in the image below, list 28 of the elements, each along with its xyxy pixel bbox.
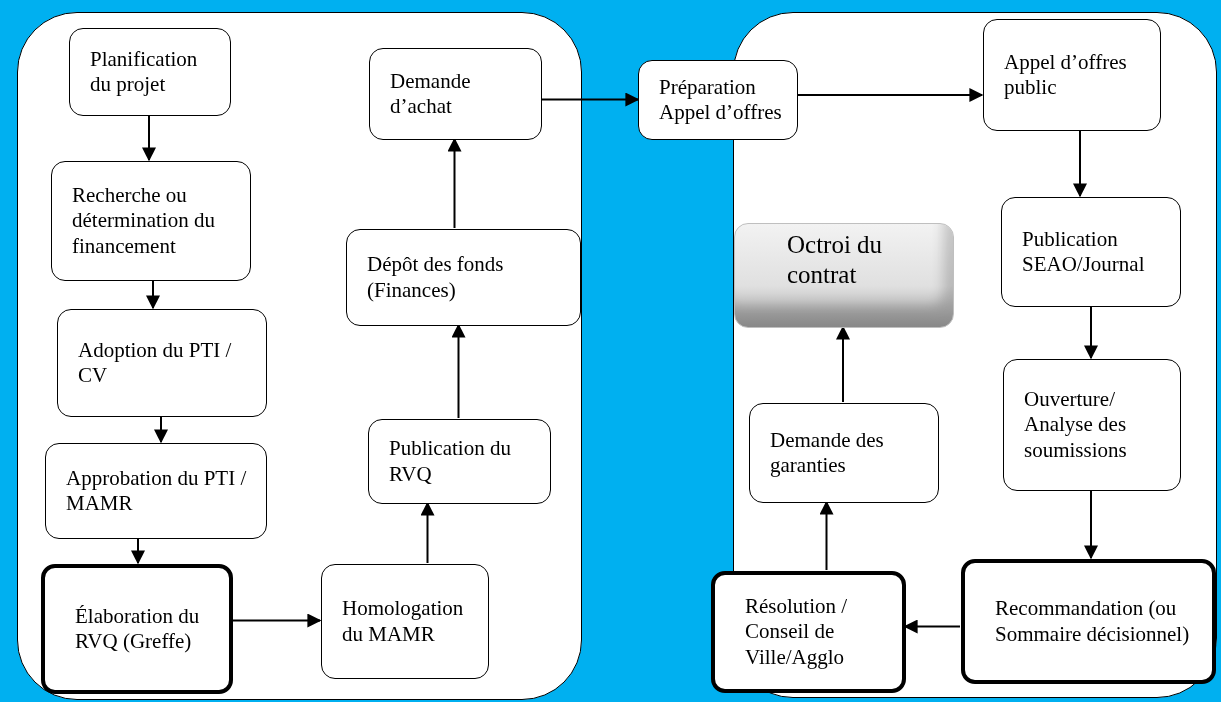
arrow (1084, 489, 1098, 560)
process-box: Demande d’achat (369, 48, 542, 140)
key-shaped-box: Octroi du contrat (734, 223, 954, 328)
process-box: Adoption du PTI / CV (57, 309, 267, 417)
process-box: Approbation du PTI / MAMR (45, 443, 267, 539)
process-box: Recherche ou détermination du financement (51, 161, 251, 281)
process-box: Préparation Appel d’offres (638, 60, 798, 140)
arrow (146, 279, 160, 310)
highlighted-box: Élaboration du RVQ (Greffe) (41, 564, 233, 694)
highlighted-box: Résolution / Conseil de Ville/Agglo (711, 571, 906, 693)
highlighted-box: Recommandation (ou Sommaire décisionnel) (961, 559, 1216, 684)
process-box: Demande des garanties (749, 403, 939, 503)
process-box: Homologation du MAMR (321, 564, 489, 679)
arrow (540, 92, 640, 107)
arrow (1073, 129, 1087, 198)
arrow (231, 613, 322, 628)
process-box: Planification du projet (69, 28, 231, 116)
process-box: Publication SEAO/Journal (1001, 197, 1181, 307)
process-box: Appel d’offres public (983, 19, 1161, 131)
arrow (142, 114, 156, 162)
arrow (1084, 305, 1098, 360)
process-box: Publication du RVQ (368, 419, 551, 504)
process-box: Ouverture/ Analyse des soumissions (1003, 359, 1181, 491)
process-box: Dépôt des fonds (Finances) (346, 229, 581, 326)
arrow (797, 88, 984, 102)
arrow (154, 415, 168, 444)
group-panel (17, 12, 582, 700)
arrow (131, 537, 145, 565)
